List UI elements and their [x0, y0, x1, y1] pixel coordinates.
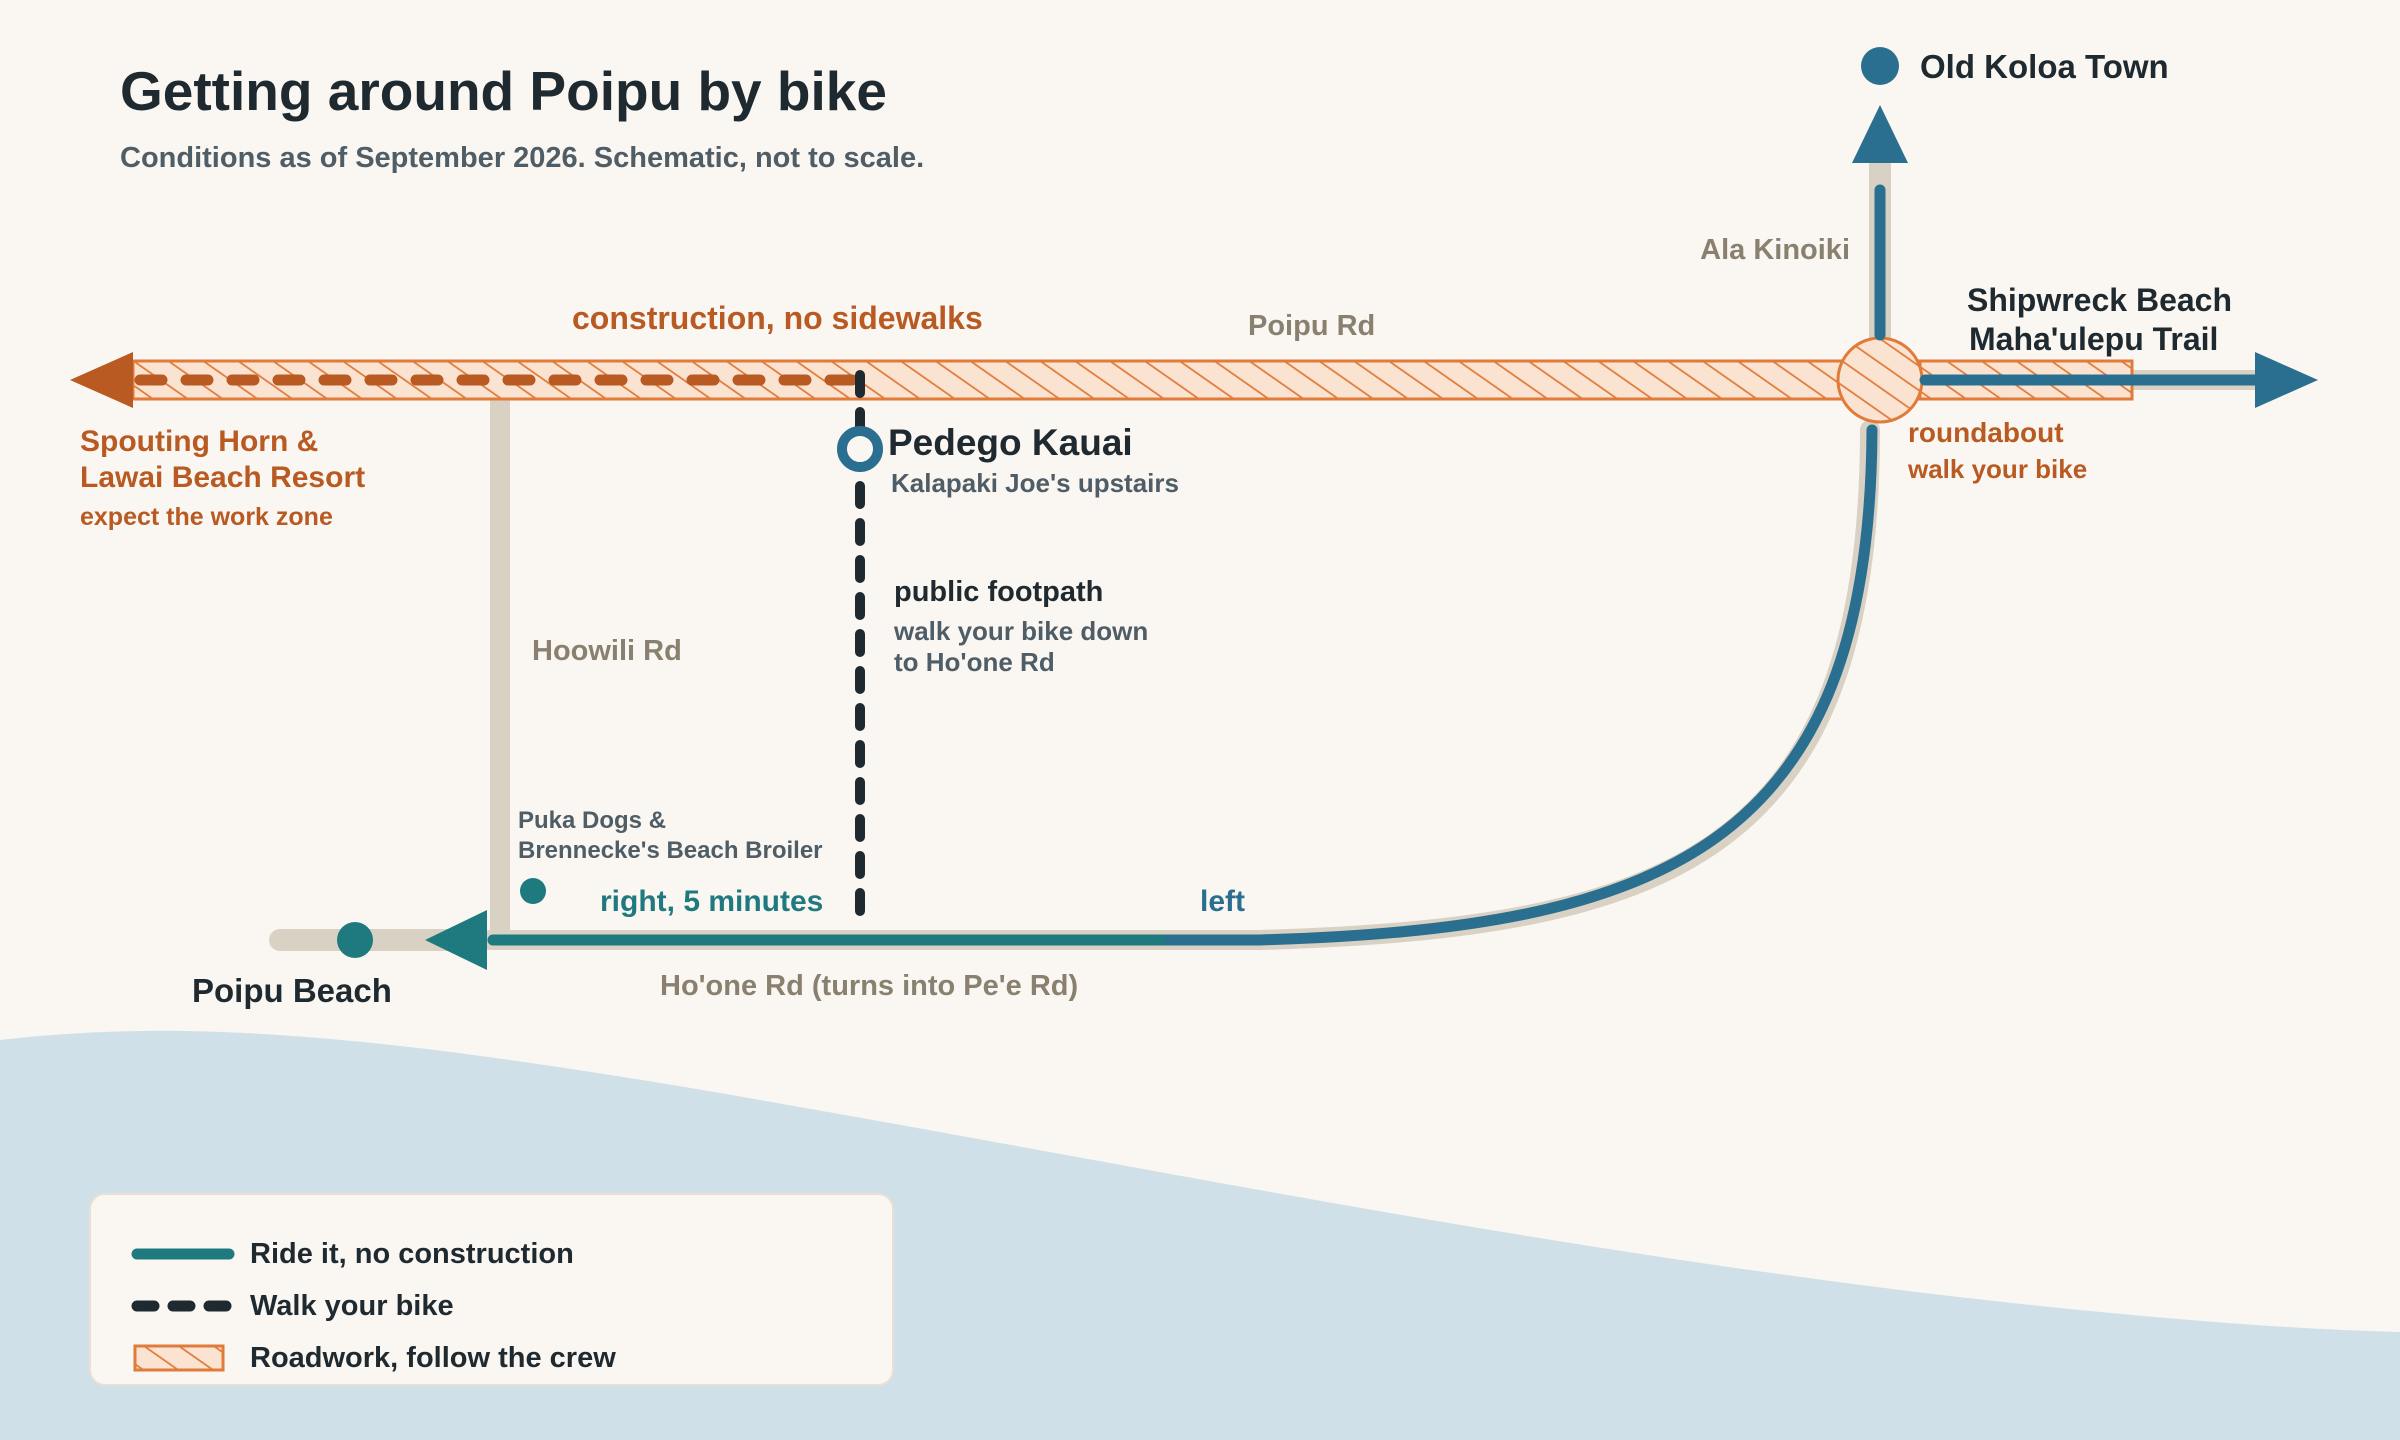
- west-teal-arrow-icon: [425, 910, 487, 970]
- hoone-blue-route: [1144, 424, 1878, 946]
- page-title: Getting around Poipu by bike: [120, 60, 887, 122]
- footpath-line-1: walk your bike down: [893, 616, 1148, 646]
- pedego-marker[interactable]: [837, 426, 883, 472]
- west-arrow-icon: [70, 352, 133, 408]
- spouting-horn-label-2[interactable]: Lawai Beach Resort: [80, 461, 365, 494]
- legend-ride-swatch: [131, 1248, 235, 1260]
- right-turn-label: right, 5 minutes: [600, 885, 823, 918]
- old-koloa-label[interactable]: Old Koloa Town: [1920, 48, 2169, 85]
- construction-label: construction, no sidewalks: [572, 300, 983, 336]
- north-arrow-icon: [1852, 105, 1908, 163]
- ala-kinoiki-label: Ala Kinoiki: [1700, 234, 1850, 266]
- east-arrow-icon: [2255, 352, 2318, 408]
- pedego-note: Kalapaki Joe's upstairs: [891, 468, 1179, 498]
- footpath-title: public footpath: [894, 576, 1103, 608]
- old-koloa-dot: [1861, 47, 1899, 85]
- legend-roadwork-swatch: [133, 1344, 225, 1372]
- page-subtitle: Conditions as of September 2026. Schemat…: [120, 142, 924, 174]
- legend-ride-label: Ride it, no construction: [250, 1238, 574, 1270]
- legend-walk-label: Walk your bike: [250, 1290, 454, 1322]
- roundabout-circle: [1836, 336, 1924, 424]
- spouting-horn-label-1[interactable]: Spouting Horn &: [80, 425, 318, 458]
- poipu-rd-label: Poipu Rd: [1248, 310, 1375, 342]
- legend-roadwork-label: Roadwork, follow the crew: [250, 1342, 616, 1374]
- roundabout-note: walk your bike: [1907, 454, 2087, 484]
- hoowili-rd-label: Hoowili Rd: [532, 635, 682, 667]
- poipu-beach-label[interactable]: Poipu Beach: [192, 972, 392, 1009]
- puka-dogs-dot: [520, 878, 546, 904]
- left-turn-label: left: [1200, 885, 1245, 918]
- shipwreck-label-1[interactable]: Shipwreck Beach: [1967, 282, 2232, 318]
- hoone-rd-label: Ho'one Rd (turns into Pe'e Rd): [660, 970, 1078, 1002]
- puka-dogs-label-2[interactable]: Brennecke's Beach Broiler: [518, 837, 823, 864]
- footpath-line-2: to Ho'one Rd: [894, 647, 1055, 677]
- legend: Ride it, no construction Walk your bike …: [89, 1193, 894, 1386]
- pedego-name[interactable]: Pedego Kauai: [888, 422, 1133, 463]
- roundabout-label: roundabout: [1908, 417, 2064, 448]
- puka-dogs-label-1[interactable]: Puka Dogs &: [518, 807, 666, 834]
- shipwreck-label-2[interactable]: Maha'ulepu Trail: [1969, 321, 2218, 357]
- poipu-beach-dot: [337, 922, 373, 958]
- spouting-horn-note: expect the work zone: [80, 503, 333, 531]
- legend-walk-swatch: [131, 1300, 235, 1312]
